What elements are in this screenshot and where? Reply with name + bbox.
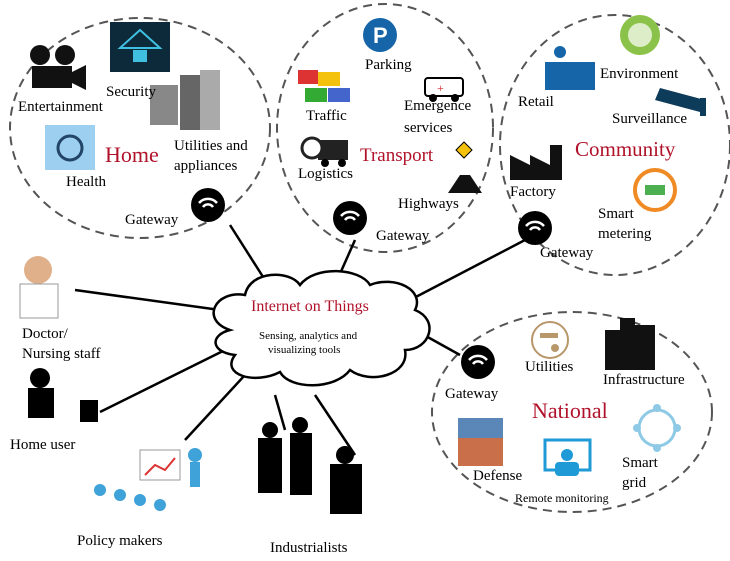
infrastructure-icon bbox=[605, 318, 655, 370]
transport-gateway-label: Gateway bbox=[376, 228, 430, 244]
transport-title: Transport bbox=[360, 145, 434, 166]
community-item: Surveillance bbox=[612, 111, 687, 127]
parking-icon: P bbox=[363, 18, 397, 52]
cloud-subtitle-1: Sensing, analytics and bbox=[259, 330, 358, 342]
community-item: metering bbox=[598, 226, 652, 242]
national-item: Defense bbox=[473, 468, 523, 484]
transport-item: Highways bbox=[398, 196, 459, 212]
cloud-subtitle-2: visualizing tools bbox=[268, 344, 341, 356]
utilities-icon bbox=[531, 321, 569, 359]
retail-icon bbox=[545, 46, 595, 90]
entertainment-icon bbox=[30, 45, 86, 90]
home-user-icon bbox=[28, 368, 98, 422]
national-ellipse bbox=[431, 311, 713, 513]
home-ellipse bbox=[9, 17, 271, 239]
surveillance-icon bbox=[655, 88, 706, 116]
home-item: Security bbox=[106, 84, 156, 100]
logistics-icon bbox=[300, 136, 348, 167]
industrialists-icon bbox=[258, 417, 362, 514]
user-policy-makers-label: Policy makers bbox=[77, 533, 163, 549]
transport-ellipse bbox=[276, 3, 494, 253]
smart-grid-icon bbox=[633, 404, 681, 452]
community-title: Community bbox=[575, 137, 676, 161]
health-icon bbox=[45, 125, 95, 170]
community-item: Factory bbox=[510, 184, 556, 200]
user-doctor-label-2: Nursing staff bbox=[22, 346, 101, 362]
appliances-icon bbox=[150, 70, 220, 130]
user-home-user-label: Home user bbox=[10, 437, 76, 453]
user-doctor-label-1: Doctor/ bbox=[22, 326, 68, 342]
traffic-icon bbox=[298, 70, 350, 102]
community-item: Smart bbox=[598, 206, 634, 222]
community-item: Retail bbox=[518, 94, 554, 110]
security-icon bbox=[110, 22, 170, 72]
smart-meter-icon bbox=[633, 168, 677, 212]
national-item: Utilities bbox=[525, 359, 574, 375]
community-ellipse bbox=[499, 14, 730, 276]
home-item: Utilities and bbox=[174, 138, 248, 154]
user-industrialists-label: Industrialists bbox=[270, 540, 348, 556]
community-item: Environment bbox=[600, 66, 679, 82]
transport-item: Logistics bbox=[298, 166, 353, 182]
highway-icon bbox=[448, 141, 482, 193]
transport-item: Parking bbox=[365, 57, 412, 73]
community-gateway-label: Gateway bbox=[540, 245, 594, 261]
doctor-icon bbox=[19, 256, 59, 319]
remote-monitoring-icon bbox=[543, 438, 592, 476]
svg-text:+: + bbox=[437, 81, 444, 95]
national-item: Smart bbox=[622, 455, 658, 471]
policy-makers-icon bbox=[94, 448, 202, 511]
cloud-title: Internet on Things bbox=[251, 298, 369, 315]
home-gateway-label: Gateway bbox=[125, 212, 179, 228]
factory-icon bbox=[510, 145, 562, 180]
defense-icon bbox=[458, 418, 503, 466]
ambulance-icon: + bbox=[424, 77, 464, 102]
svg-text:P: P bbox=[373, 23, 388, 48]
transport-item: Emergence bbox=[404, 98, 472, 114]
home-item: Entertainment bbox=[18, 99, 103, 115]
cloud-shape bbox=[212, 269, 431, 387]
home-item: appliances bbox=[174, 158, 238, 174]
national-item: grid bbox=[622, 475, 647, 491]
transport-item: services bbox=[404, 120, 453, 136]
home-title: Home bbox=[105, 142, 159, 167]
national-gateway-label: Gateway bbox=[445, 386, 499, 402]
home-item: Health bbox=[66, 174, 106, 190]
national-item: Infrastructure bbox=[603, 372, 685, 388]
environment-icon bbox=[620, 15, 660, 55]
transport-item: Traffic bbox=[306, 108, 347, 124]
national-title: National bbox=[532, 398, 608, 423]
national-item: Remote monitoring bbox=[515, 491, 609, 505]
